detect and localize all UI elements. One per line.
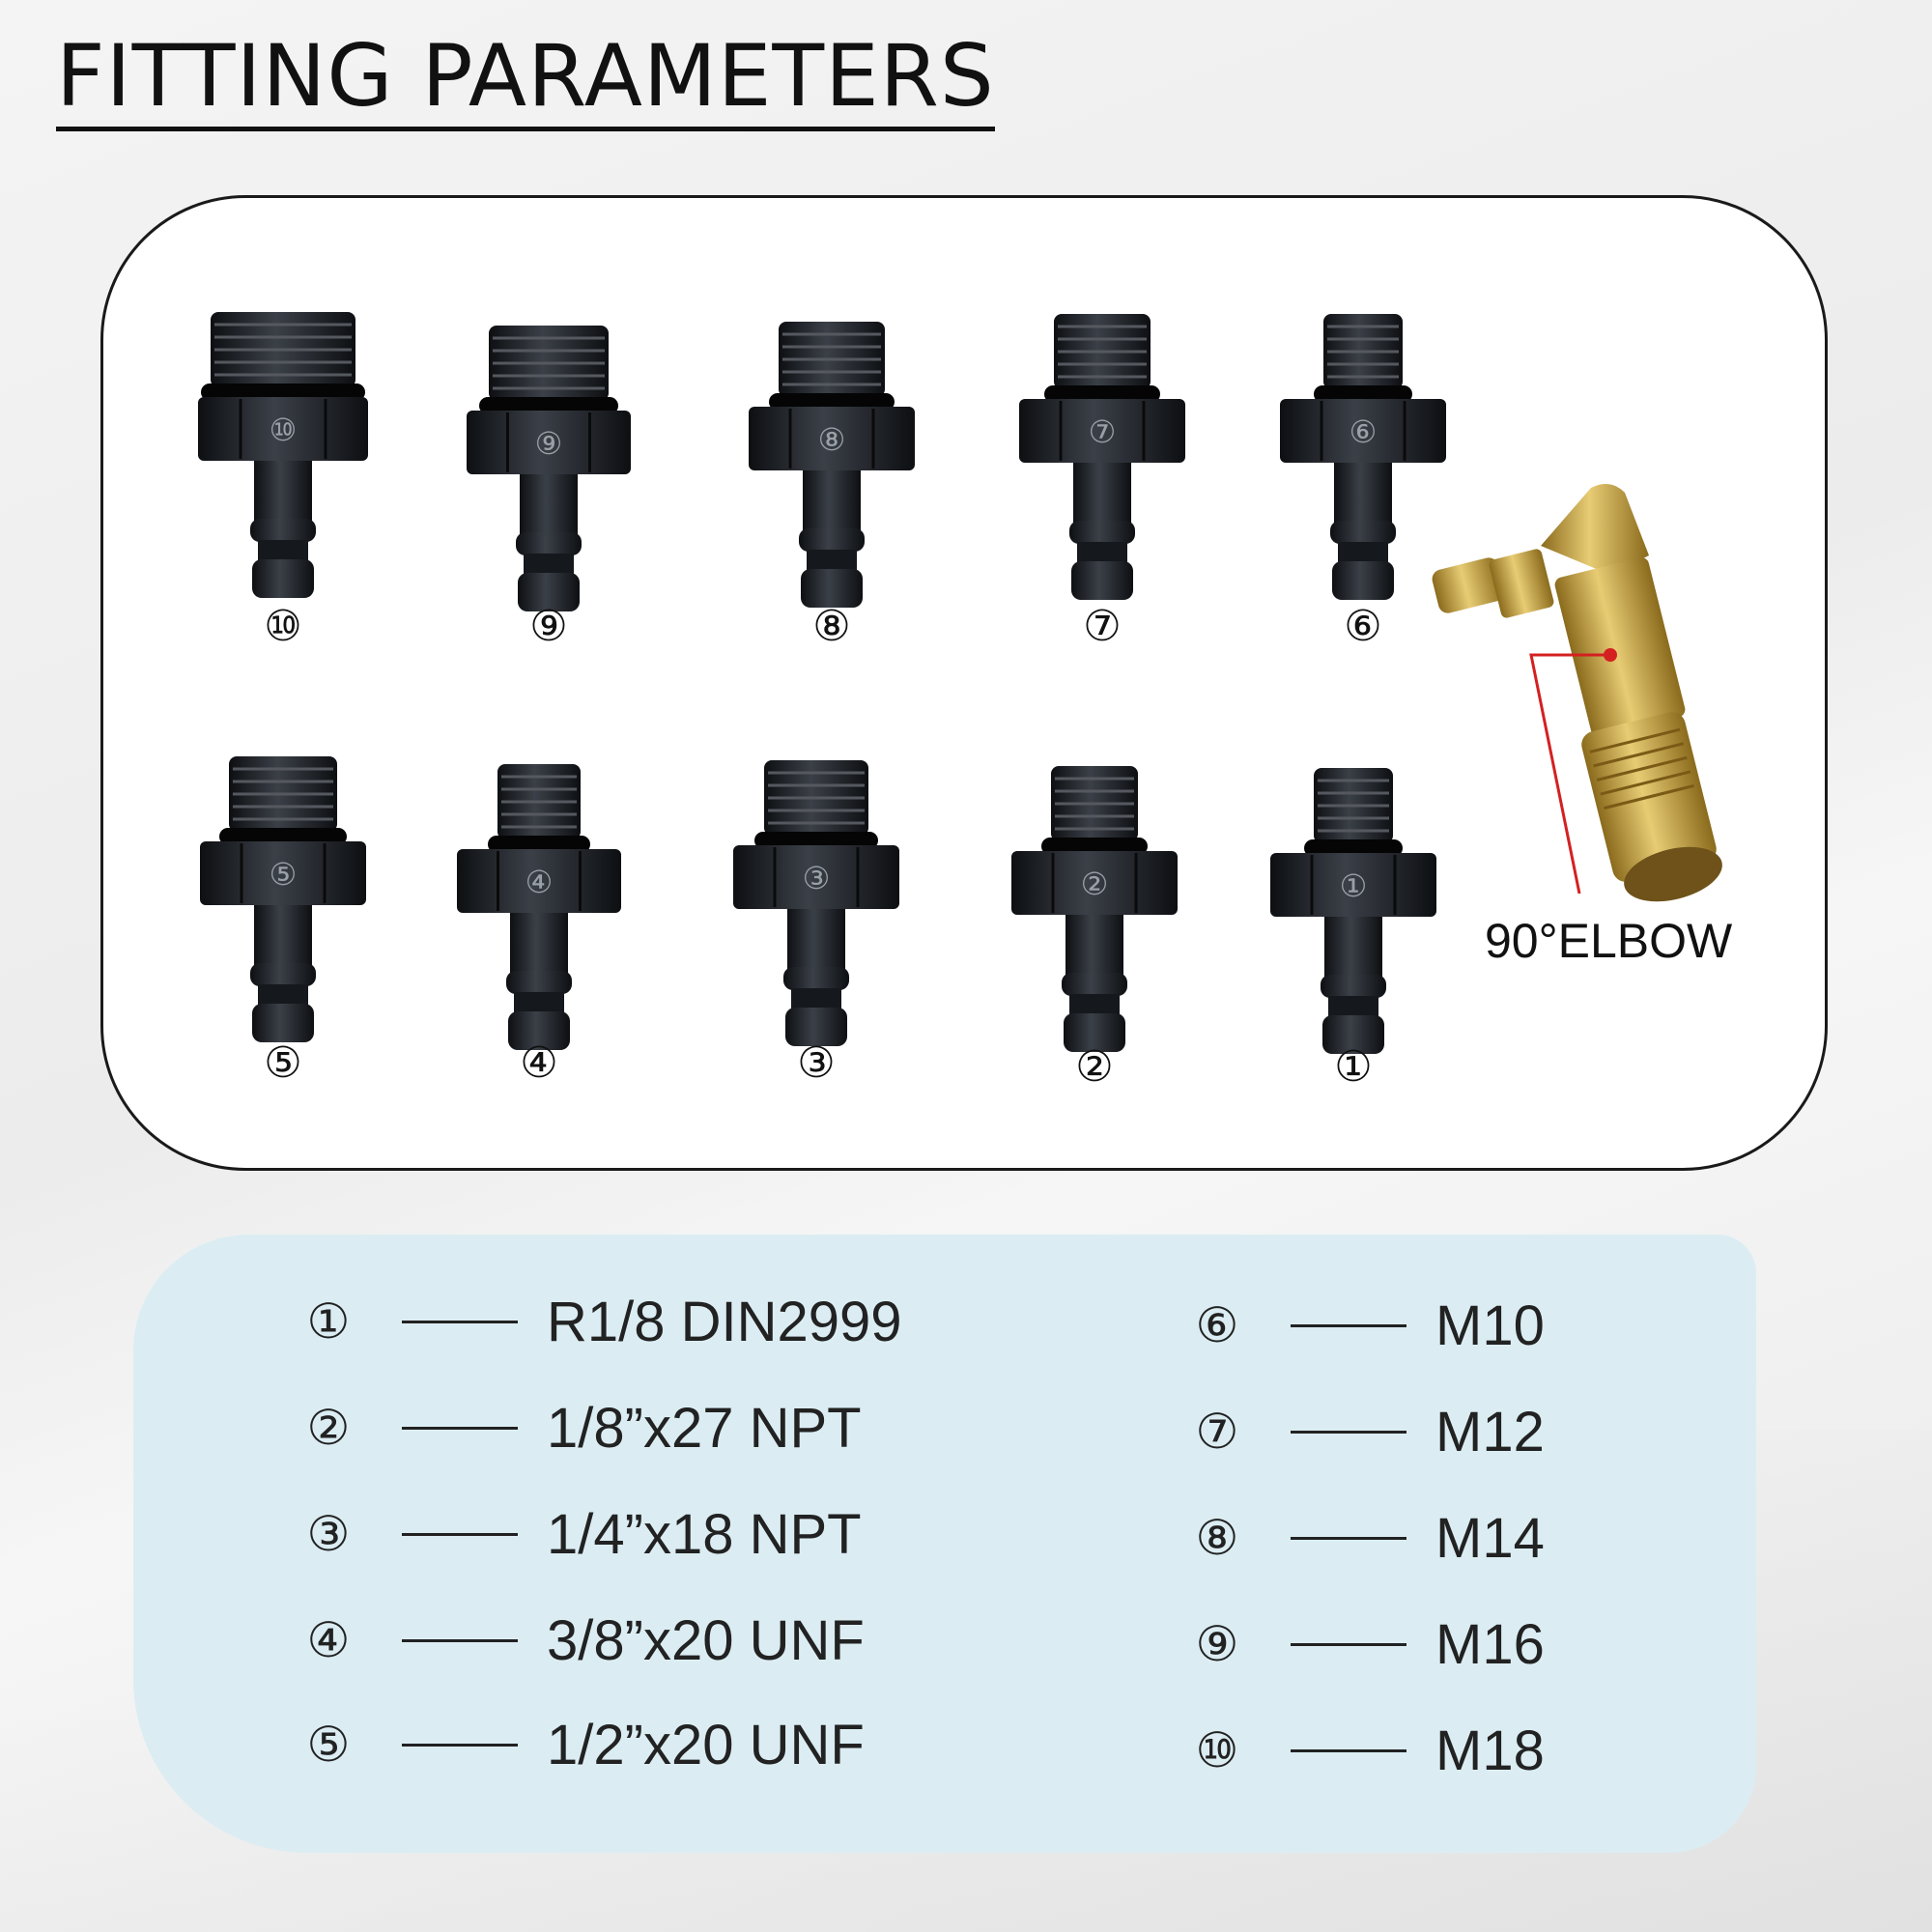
- spec-dash: [402, 1743, 518, 1747]
- spec-number: ⑧: [1195, 1510, 1239, 1566]
- spec-value: M16: [1435, 1612, 1545, 1676]
- fitting-9: ②: [1011, 766, 1178, 1052]
- fitting-4: ⑦: [1019, 314, 1185, 600]
- spec-row: ① R1/8 DIN2999: [298, 1283, 902, 1360]
- spec-dash: [1291, 1642, 1406, 1646]
- spec-row: ⑩ M18: [1186, 1712, 1545, 1789]
- spec-number: ⑩: [1195, 1722, 1239, 1778]
- spec-dash: [1291, 1323, 1406, 1327]
- fitting-number-label: ①: [1334, 1042, 1373, 1092]
- spec-table: ① R1/8 DIN2999 ② 1/8”x27 NPT ③ 1/4”x18 N…: [133, 1235, 1756, 1853]
- spec-number: ⑦: [1195, 1404, 1239, 1460]
- fitting-2: ⑨: [467, 326, 631, 611]
- engraved-number: ②: [1081, 866, 1109, 902]
- spec-row: ② 1/8”x27 NPT: [298, 1389, 862, 1466]
- spec-row: ③ 1/4”x18 NPT: [298, 1495, 862, 1573]
- engraved-number: ⑥: [1350, 413, 1378, 450]
- spec-dash: [1291, 1430, 1406, 1434]
- fitting-number-label: ⑧: [812, 602, 851, 651]
- engraved-number: ⑨: [535, 425, 563, 462]
- fitting-number-label: ⑦: [1083, 602, 1122, 651]
- fitting-number-label: ⑥: [1344, 602, 1382, 651]
- spec-row: ⑦ M12: [1186, 1393, 1545, 1470]
- fitting-3: ⑧: [749, 322, 915, 608]
- spec-value: 3/8”x20 UNF: [547, 1608, 865, 1672]
- spec-dash: [1291, 1536, 1406, 1540]
- spec-value: R1/8 DIN2999: [547, 1290, 902, 1353]
- engraved-number: ⑧: [818, 421, 846, 458]
- fitting-8: ③: [733, 760, 899, 1046]
- engraved-number: ⑩: [270, 412, 298, 448]
- spec-value: 1/4”x18 NPT: [547, 1502, 862, 1566]
- fittings-illustration: ⑩ ⑨ ⑧ ⑦ ⑥ ⑤ ④ ③ ② ①: [198, 312, 1722, 1054]
- engraved-number: ①: [1340, 867, 1368, 904]
- spec-row: ⑧ M14: [1186, 1499, 1545, 1577]
- spec-row: ④ 3/8”x20 UNF: [298, 1602, 865, 1679]
- engraved-number: ③: [803, 860, 831, 896]
- spec-value: 1/8”x27 NPT: [547, 1396, 862, 1460]
- page-title: FITTING PARAMETERS: [56, 27, 995, 132]
- spec-row: ⑨ M16: [1186, 1605, 1545, 1683]
- fitting-7: ④: [457, 764, 621, 1050]
- engraved-number: ④: [526, 864, 554, 900]
- fitting-number-label: ⑨: [529, 602, 568, 651]
- fitting-number-label: ④: [520, 1038, 558, 1088]
- spec-row: ⑥ M10: [1186, 1287, 1545, 1364]
- spec-dash: [402, 1532, 518, 1536]
- fitting-6: ⑤: [200, 756, 366, 1042]
- spec-number: ①: [306, 1293, 351, 1350]
- spec-value: M10: [1435, 1293, 1545, 1357]
- engraved-number: ⑤: [270, 856, 298, 893]
- elbow-label: 90°ELBOW: [1485, 914, 1733, 968]
- spec-number: ④: [306, 1612, 351, 1668]
- spec-dash: [1291, 1748, 1406, 1752]
- spec-row: ⑤ 1/2”x20 UNF: [298, 1706, 865, 1783]
- spec-number: ⑤: [306, 1717, 351, 1773]
- spec-value: M12: [1435, 1400, 1545, 1463]
- fitting-number-label: ⑤: [264, 1038, 302, 1088]
- fitting-5: ⑥: [1280, 314, 1446, 600]
- spec-number: ⑥: [1195, 1297, 1239, 1353]
- spec-value: 1/2”x20 UNF: [547, 1713, 865, 1776]
- fittings-panel: ⑩ ⑨ ⑧ ⑦ ⑥ ⑤ ④ ③ ② ① ⑩ ⑨ ⑧ ⑦ ⑥ ⑤ ④ ③ ② ① 90°ELBOW: [100, 195, 1828, 1171]
- spec-dash: [402, 1638, 518, 1642]
- fitting-number-label: ③: [797, 1038, 836, 1088]
- fitting-1: ⑩: [198, 312, 368, 598]
- engraved-number: ⑦: [1089, 413, 1117, 450]
- spec-number: ⑨: [1195, 1616, 1239, 1672]
- spec-number: ②: [306, 1400, 351, 1456]
- fitting-10: ①: [1270, 768, 1436, 1054]
- spec-number: ③: [306, 1506, 351, 1562]
- fitting-number-label: ⑩: [264, 602, 302, 651]
- spec-value: M14: [1435, 1506, 1545, 1570]
- fitting-number-label: ②: [1075, 1042, 1114, 1092]
- spec-dash: [402, 1320, 518, 1323]
- spec-value: M18: [1435, 1719, 1545, 1782]
- elbow-fitting-image: [1432, 484, 1722, 902]
- spec-dash: [402, 1426, 518, 1430]
